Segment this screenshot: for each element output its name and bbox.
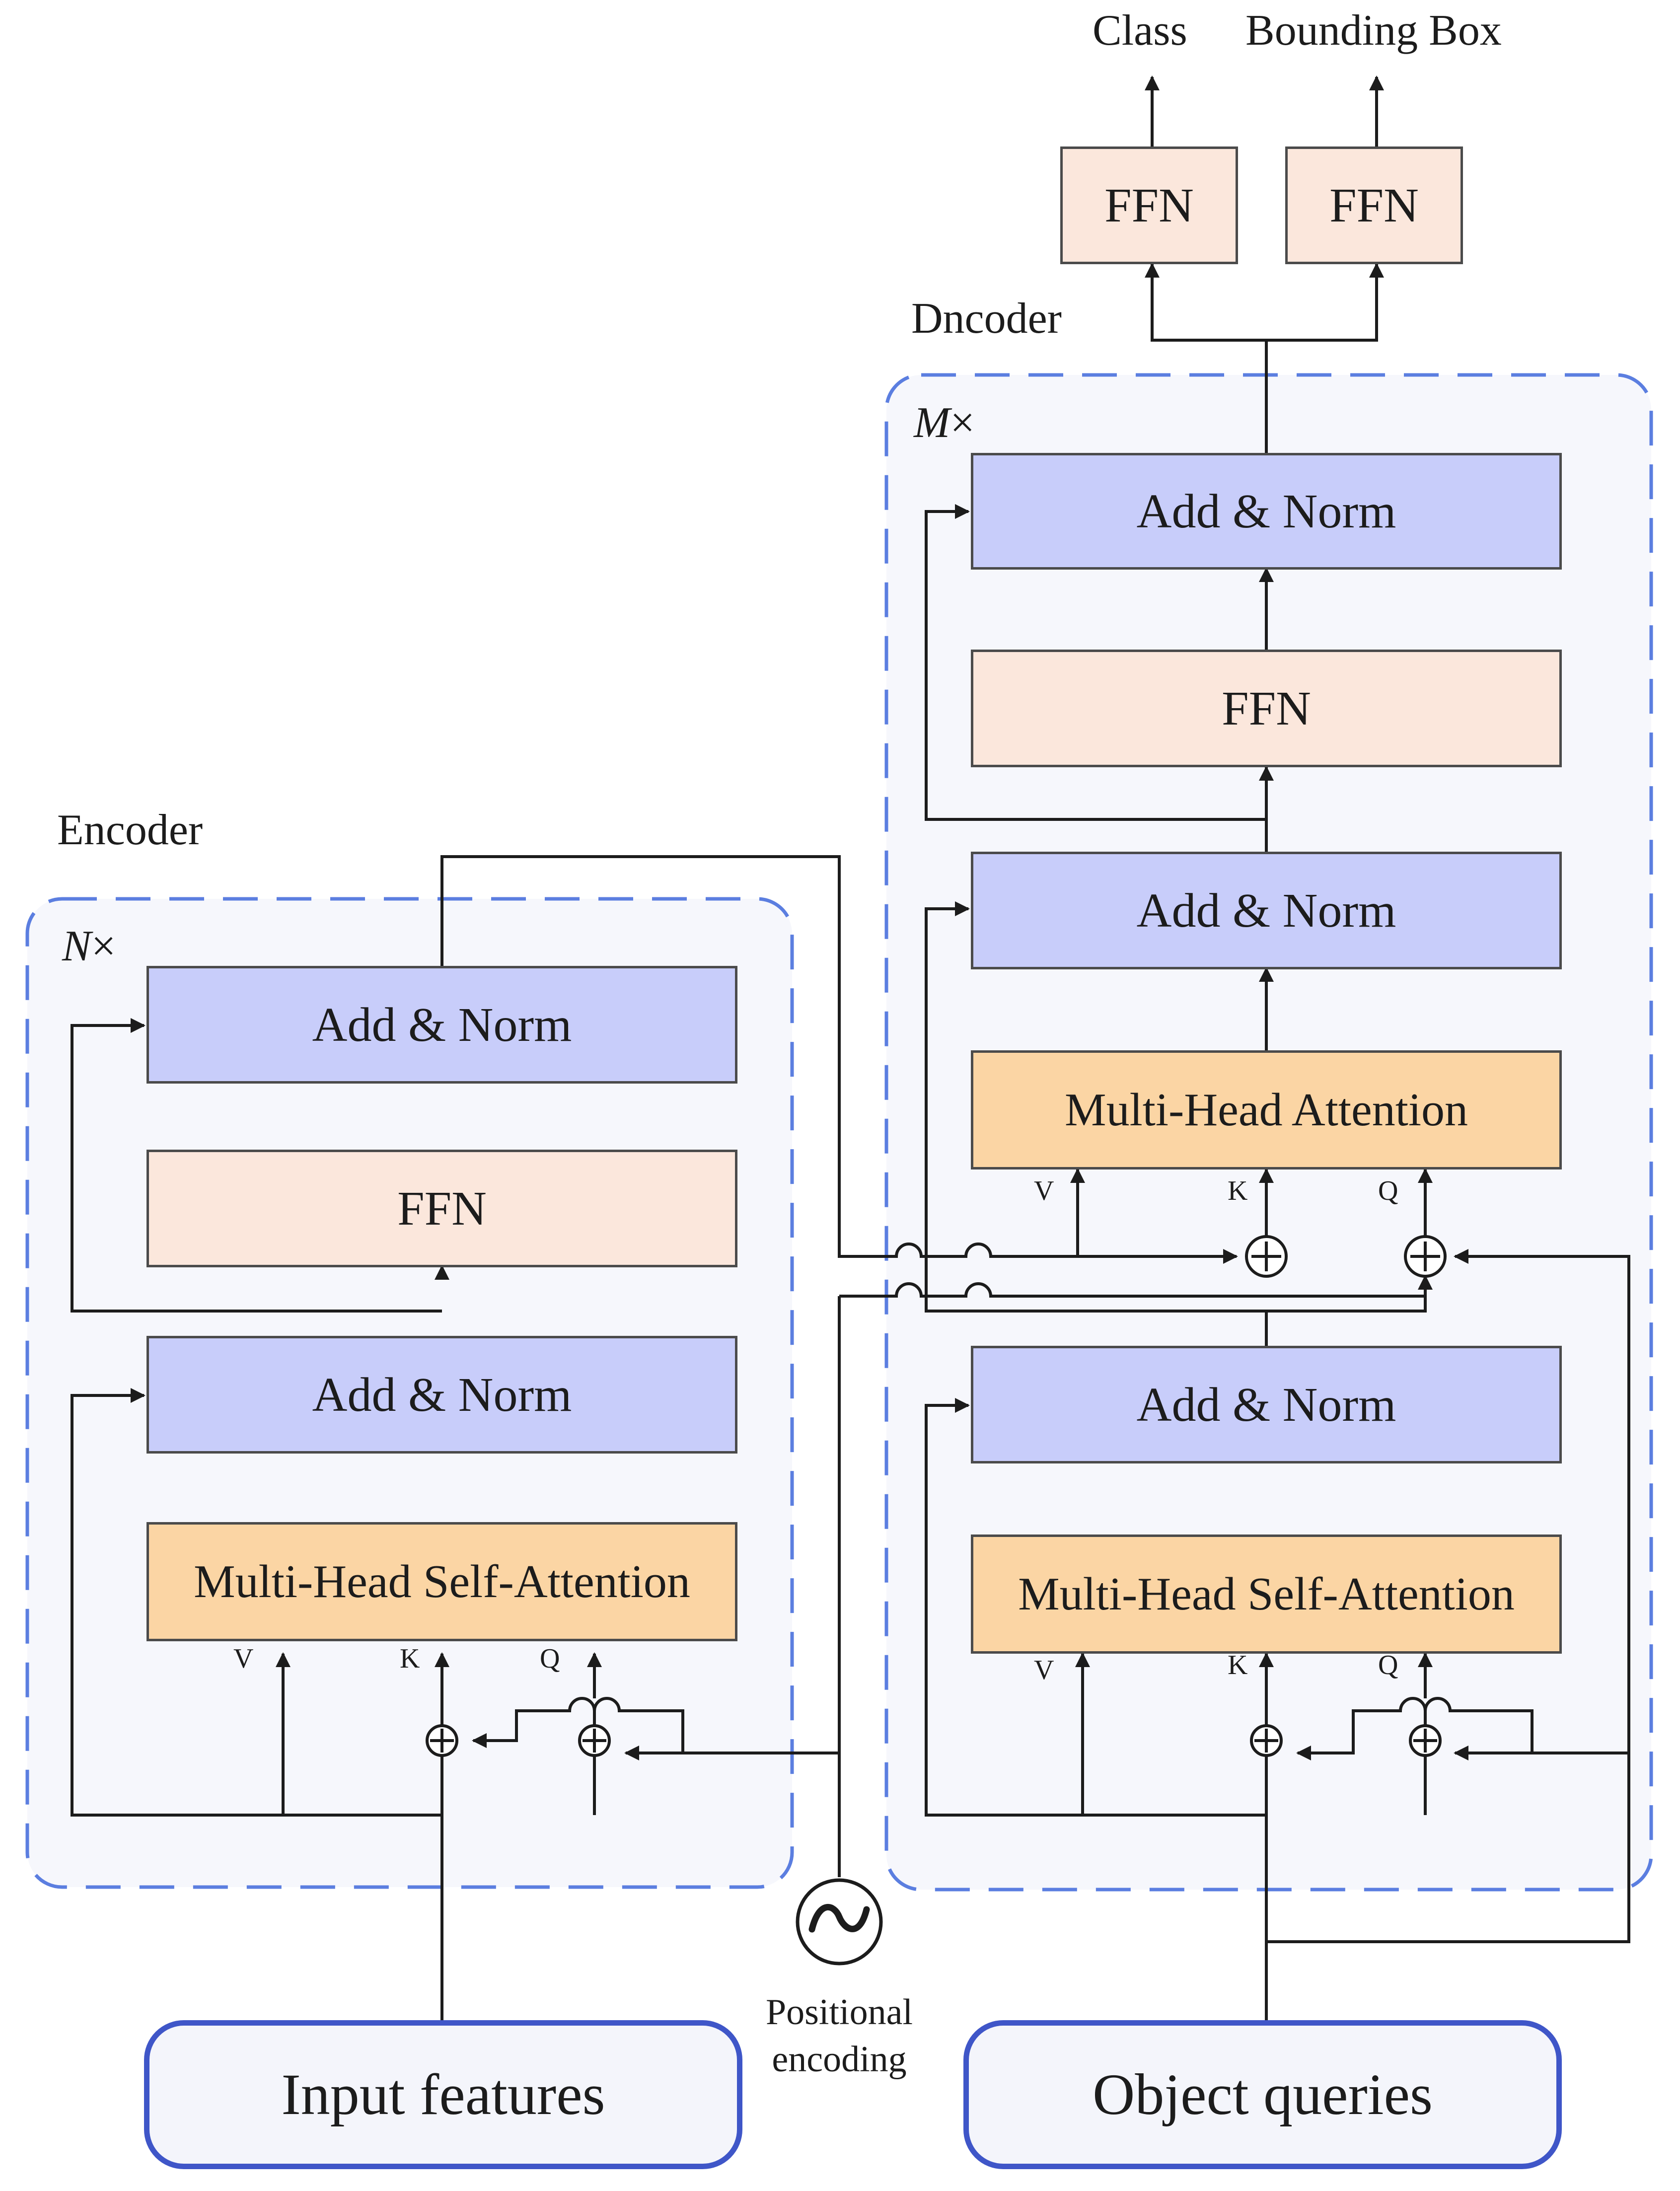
object-queries-to-q	[1266, 1249, 1630, 1943]
encoder-pos-loop	[593, 1697, 684, 1754]
decoder-k-add-icon	[1250, 1724, 1283, 1757]
bounding-box-output-label: Bounding Box	[1245, 6, 1502, 55]
decoder-self-k-label: K	[1228, 1650, 1248, 1680]
add-nodes	[426, 1235, 1447, 1757]
encoder-add-norm-2: Add & Norm	[146, 966, 737, 1084]
decoder-repeat-suffix: ×	[950, 399, 975, 447]
encoder-k-label: K	[400, 1643, 420, 1674]
decoder-cross-attention-block: Multi-Head Attention	[971, 1050, 1562, 1169]
encoder-repeat-label: N×	[62, 925, 116, 968]
decoder-residual-1	[925, 1398, 1266, 1817]
decoder-ffn-block: FFN	[971, 650, 1562, 767]
encoder-k-add-icon	[426, 1724, 458, 1757]
encoder-memory-line	[440, 855, 1238, 1264]
decoder-add-norm-2: Add & Norm	[971, 852, 1562, 969]
to-class-ffn-arrow	[1145, 263, 1268, 453]
positional-encoding-icon	[796, 1878, 883, 1966]
encoder-self-attention-block: Multi-Head Self-Attention	[146, 1522, 737, 1641]
decoder-self-q-label: Q	[1378, 1650, 1398, 1680]
encoder-q-add-icon	[578, 1724, 611, 1757]
decoder-to-q-add	[1266, 1276, 1427, 1313]
decoder-title: Dncoder	[911, 294, 1062, 343]
encoder-repeat-suffix: ×	[91, 922, 116, 970]
decoder-repeat-label: M×	[914, 401, 975, 445]
encoder-repeat-count: N	[62, 922, 91, 970]
to-bbox-ffn-arrow	[1266, 263, 1384, 342]
object-queries-box: Object queries	[963, 2020, 1562, 2169]
decoder-self-attention-block: Multi-Head Self-Attention	[971, 1534, 1562, 1654]
decoder-cross-v-label: V	[1034, 1175, 1054, 1206]
bbox-ffn-block: FFN	[1285, 146, 1463, 264]
positional-encoding-line2: encoding	[772, 2039, 907, 2080]
decoder-cross-k-label: K	[1228, 1175, 1248, 1206]
decoder-add-norm-1: Add & Norm	[971, 1346, 1562, 1463]
decoder-self-v-label: V	[1034, 1655, 1054, 1685]
pos-to-decoder-q-line	[839, 1275, 1433, 1298]
decoder-cross-k-add-icon	[1245, 1235, 1288, 1278]
encoder-v-label: V	[233, 1643, 254, 1674]
positional-encoding-label: Positional encoding	[740, 1989, 939, 2083]
decoder-residual-3	[925, 504, 1266, 821]
encoder-residual-2	[71, 1018, 442, 1313]
decoder-q-add-icon	[1409, 1724, 1442, 1757]
decoder-residual-2	[925, 901, 1268, 1346]
decoder-query-pos-loop	[1424, 1697, 1534, 1754]
encoder-q-label: Q	[540, 1643, 560, 1674]
input-features-box: Input features	[144, 2020, 742, 2169]
class-ffn-block: FFN	[1060, 146, 1238, 264]
decoder-add-norm-3: Add & Norm	[971, 453, 1562, 570]
positional-encoding-line1: Positional	[765, 1992, 913, 2033]
decoder-repeat-count: M	[914, 399, 950, 447]
encoder-title: Encoder	[57, 806, 203, 854]
class-output-label: Class	[1093, 6, 1187, 55]
decoder-cross-q-label: Q	[1378, 1175, 1398, 1206]
decoder-cross-q-add-icon	[1404, 1235, 1447, 1278]
encoder-add-norm-1: Add & Norm	[146, 1336, 737, 1454]
encoder-ffn-block: FFN	[146, 1150, 737, 1267]
encoder-residual-1	[71, 1388, 442, 1817]
